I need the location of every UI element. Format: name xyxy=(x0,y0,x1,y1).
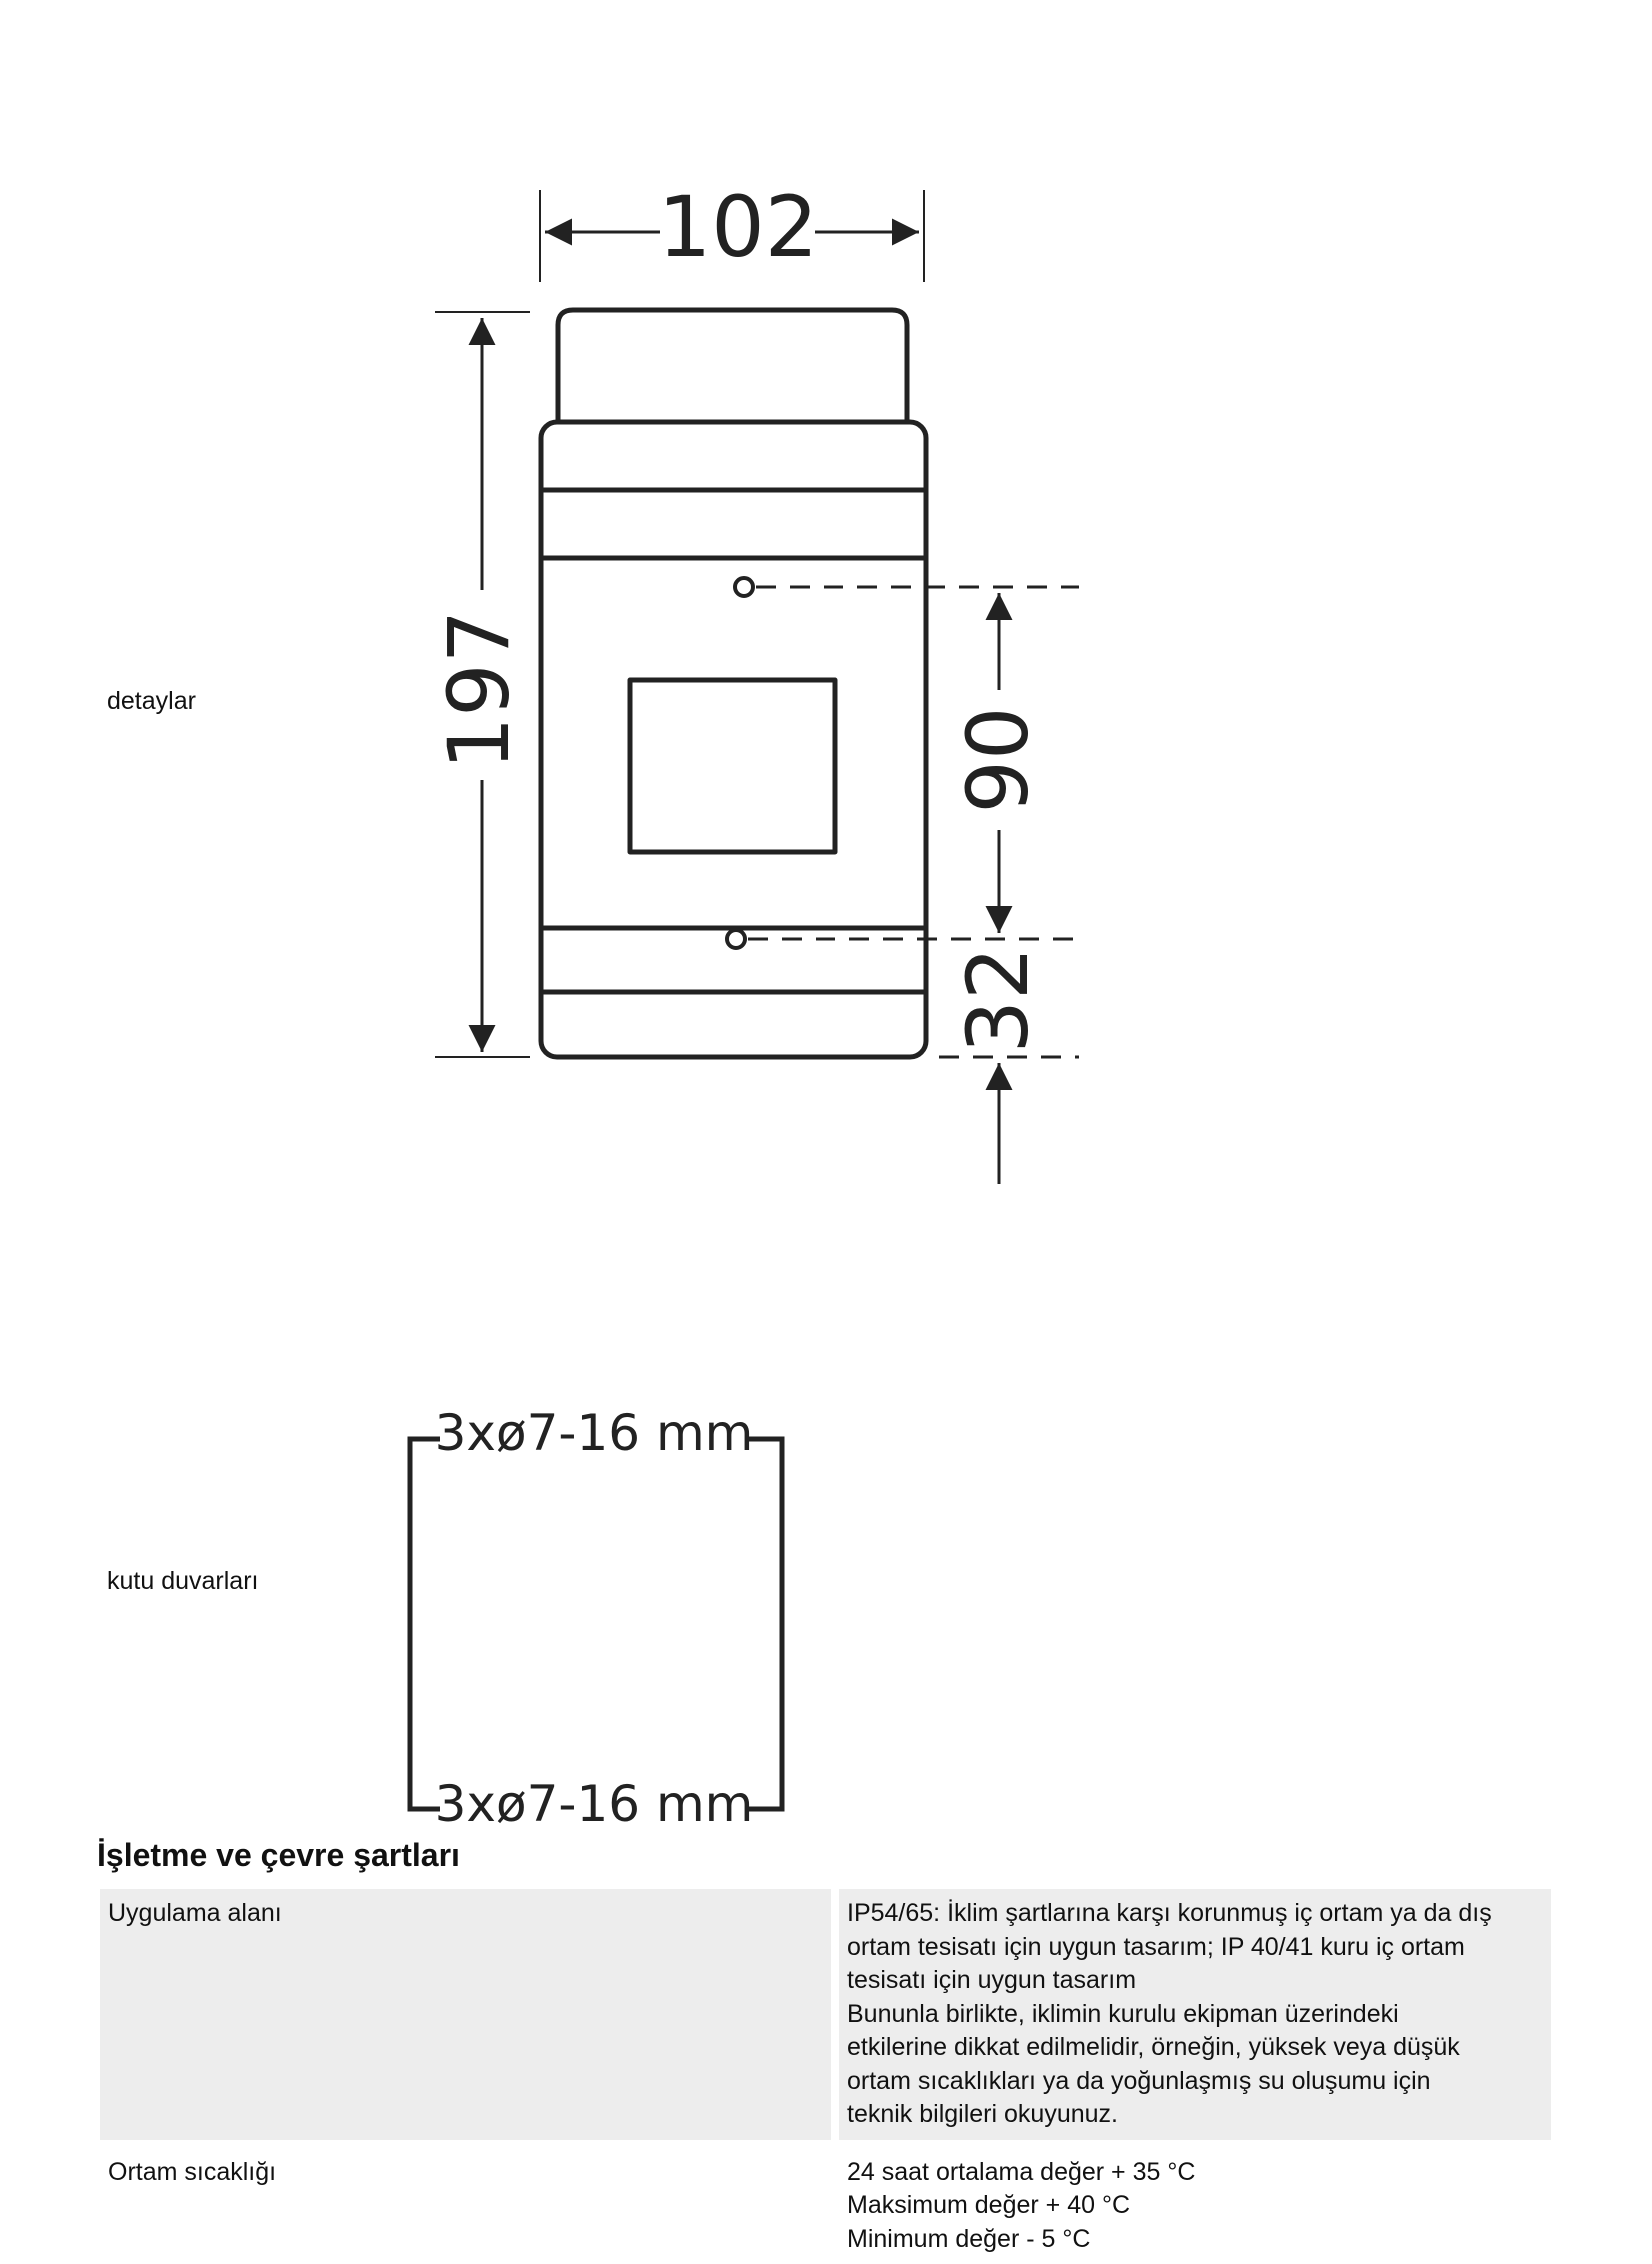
dim-holes-text: 90 xyxy=(949,707,1047,814)
row-key-application: Uygulama alanı xyxy=(100,1889,831,2140)
value-line: 24 saat ortalama değer + 35 °C xyxy=(847,2156,1543,2190)
value-line: Minimum değer - 5 °C xyxy=(847,2223,1543,2257)
table-row: Uygulama alanı IP54/65: İklim şartlarına… xyxy=(100,1889,1551,2140)
enclosure-dimension-drawing: 102 197 90 32 xyxy=(420,180,1099,1199)
box-walls-label: kutu duvarları xyxy=(107,1567,258,1596)
section-title: İşletme ve çevre şartları xyxy=(97,1837,460,1874)
row-value-ambient-temperature: 24 saat ortalama değer + 35 °C Maksimum … xyxy=(839,2148,1551,2264)
enclosure-body xyxy=(541,422,926,1057)
enclosure-dimension-svg: 102 197 90 32 xyxy=(420,180,1099,1199)
wall-bracket-left xyxy=(410,1439,440,1809)
dim-height-text: 197 xyxy=(430,610,528,770)
value-line: teknik bilgileri okuyunuz. xyxy=(847,2098,1543,2132)
enclosure-window xyxy=(630,680,835,852)
dim-width-text: 102 xyxy=(658,180,818,276)
value-line: IP54/65: İklim şartlarına karşı korunmuş… xyxy=(847,1897,1543,1931)
value-line: etkilerine dikkat edilmelidir, örneğin, … xyxy=(847,2031,1543,2065)
value-line: ortam tesisatı için uygun tasarım; IP 40… xyxy=(847,1931,1543,1965)
value-line: ortam sıcaklıkları ya da yoğunlaşmış su … xyxy=(847,2065,1543,2099)
value-line: Maksimum değer + 40 °C xyxy=(847,2189,1543,2223)
spec-table: Uygulama alanı IP54/65: İklim şartlarına… xyxy=(100,1889,1551,2264)
box-walls-drawing: 3xø7-16 mm 3xø7-16 mm xyxy=(400,1394,800,1834)
dim-bottom-text: 32 xyxy=(949,947,1047,1054)
table-row: Ortam sıcaklığı 24 saat ortalama değer +… xyxy=(100,2148,1551,2264)
cable-entry-bottom-text: 3xø7-16 mm xyxy=(435,1775,754,1833)
enclosure-lid xyxy=(558,310,907,422)
details-label: detaylar xyxy=(107,687,196,716)
mounting-hole-bottom xyxy=(727,930,745,948)
value-line: Bununla birlikte, iklimin kurulu ekipman… xyxy=(847,1998,1543,2032)
wall-bracket-right xyxy=(748,1439,782,1809)
cable-entry-top-text: 3xø7-16 mm xyxy=(435,1404,754,1462)
mounting-hole-top xyxy=(735,578,753,596)
row-key-ambient-temperature: Ortam sıcaklığı xyxy=(100,2148,831,2264)
box-walls-svg: 3xø7-16 mm 3xø7-16 mm xyxy=(400,1394,800,1834)
row-value-application: IP54/65: İklim şartlarına karşı korunmuş… xyxy=(839,1889,1551,2140)
value-line: tesisatı için uygun tasarım xyxy=(847,1964,1543,1998)
